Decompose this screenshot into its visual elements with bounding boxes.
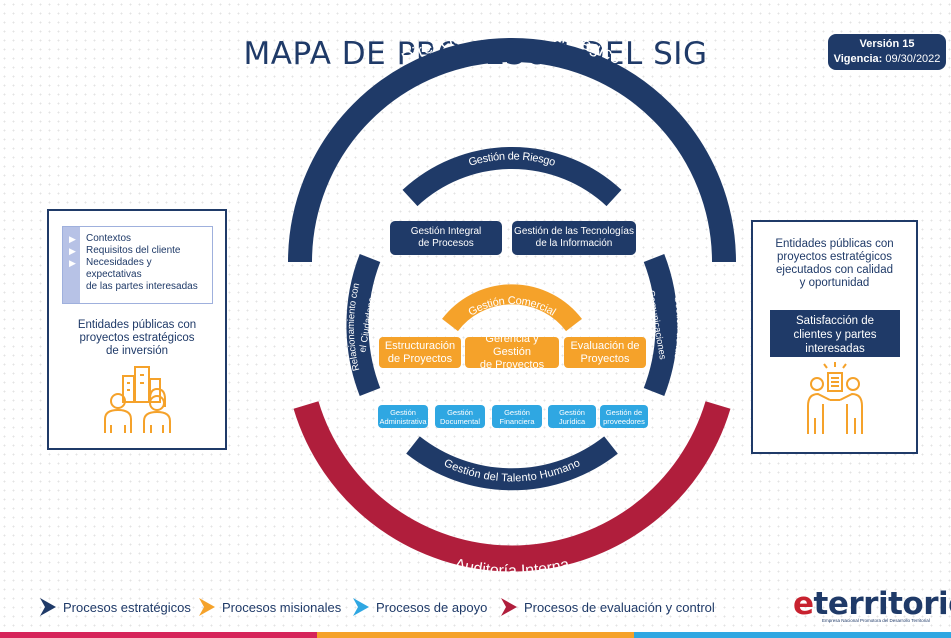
legend-mission: Procesos misionales: [196, 596, 341, 618]
citizen-relations-arc: [346, 254, 381, 396]
citizen-relations-label: Relacionamiento con: [346, 282, 362, 372]
handshake-people-icon: [807, 362, 863, 434]
inputs-description: Entidades públicas con proyectos estraté…: [77, 319, 197, 357]
footer-bar-segment: [0, 632, 317, 638]
risk-arc: [402, 146, 622, 207]
inputs-bullet-list: ▶Contextos ▶Requisitos del cliente ▶Nece…: [62, 226, 213, 304]
list-item: ▶Requisitos del cliente: [69, 245, 181, 256]
list-item: ▶Contextos: [69, 233, 132, 244]
outputs-description: Entidades públicas con proyectos estraté…: [775, 238, 894, 289]
chevron-icon: [501, 598, 517, 616]
commercial-arc: [442, 284, 582, 332]
audit-label: Auditoría Interna: [453, 556, 571, 580]
version-label: Versión 15: [859, 38, 915, 50]
footer-bar-segment: [317, 632, 634, 638]
list-item: ▶Necesidades y expectativas: [69, 257, 152, 280]
inputs-panel: ▶Contextos ▶Requisitos del cliente ▶Nece…: [47, 209, 227, 450]
risk-label: Gestión de Riesgo: [467, 150, 556, 168]
communications-arc: [643, 254, 678, 396]
logo-subtitle: Empresa Nacional Promotora del Desarroll…: [822, 618, 930, 623]
talent-arc: [406, 436, 618, 491]
audit-arc: [293, 401, 731, 572]
list-item: de las partes interesadas: [86, 281, 198, 292]
validity-label: Vigencia:: [833, 53, 883, 65]
validity-date: 09/30/2022: [885, 53, 941, 65]
satisfaction-box: Satisfacción de clientes y partes intere…: [770, 310, 900, 357]
legend-strategic: Procesos estratégicos: [37, 596, 191, 618]
chevron-icon: [199, 598, 215, 616]
legend-evaluation: Procesos de evaluación y control: [498, 596, 715, 618]
legend-support: Procesos de apoyo: [350, 596, 487, 618]
chevron-icon: [353, 598, 369, 616]
strategic-direction-arc: [288, 38, 736, 263]
footer-bar-segment: [634, 632, 951, 638]
company-logo: eterritorio: [793, 586, 951, 622]
outputs-panel: Entidades públicas con proyectos estraté…: [751, 220, 918, 454]
version-badge: Versión 15 Vigencia: 09/30/2022: [828, 34, 946, 70]
people-buildings-icon: [104, 366, 171, 433]
chevron-icon: [40, 598, 56, 616]
